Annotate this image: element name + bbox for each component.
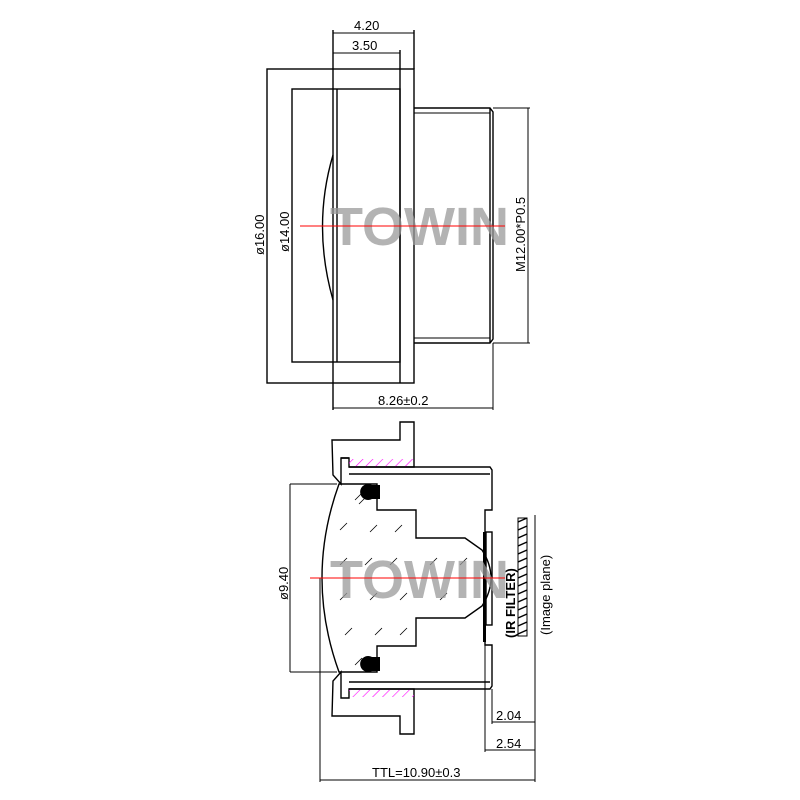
label-image-plane: (Image plane): [538, 555, 553, 635]
watermark: TOWIN: [330, 197, 509, 257]
dim-overall-width: 4.20: [354, 18, 379, 33]
dim-lens-diameter: ø9.40: [276, 567, 291, 600]
lens-front-arc: [321, 154, 334, 301]
dim-2-04: 2.04: [496, 708, 521, 723]
dim-outer-diameter: ø16.00: [252, 215, 267, 255]
label-ir-filter: (IR FILTER): [503, 568, 518, 638]
dim-flange-width: 3.50: [352, 38, 377, 53]
watermark-section: TOWIN: [330, 550, 509, 610]
lens-element: [321, 483, 492, 673]
section-view: (IR FILTER) (Image plane) ø9.40 2.04 2.5…: [276, 421, 553, 782]
oring-top: [360, 483, 380, 500]
dim-thread: M12.00*P0.5: [513, 197, 528, 272]
dim-ttl: TTL=10.90±0.3: [372, 765, 460, 780]
image-plane-hatch: [517, 517, 528, 637]
dim-length: 8.26±0.2: [378, 393, 429, 408]
holder-top: [331, 421, 415, 486]
top-view: 4.20 3.50 8.26±0.2 ø16.00 ø14.00 M12.00*…: [252, 18, 530, 410]
dim-inner-diameter: ø14.00: [277, 212, 292, 252]
dim-2-54: 2.54: [496, 736, 521, 751]
oring-bottom: [360, 656, 380, 672]
